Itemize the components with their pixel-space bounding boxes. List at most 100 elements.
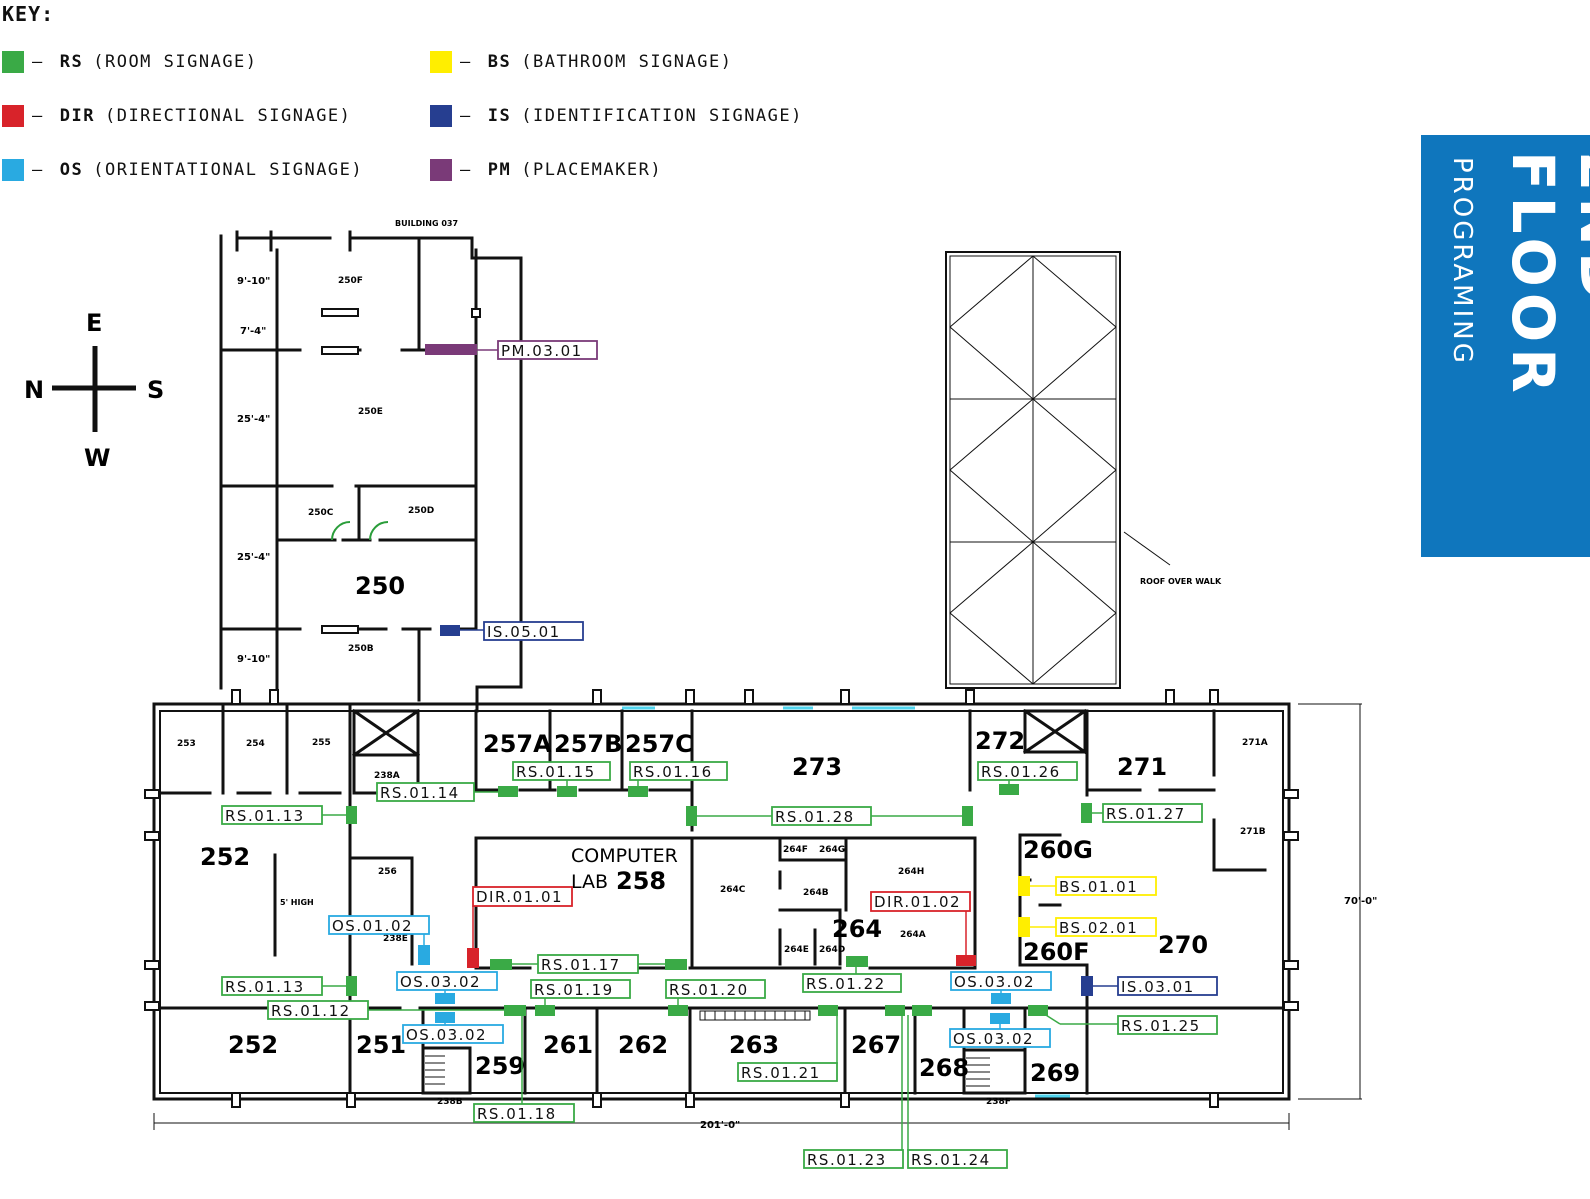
room-264A: 264A [900,930,926,940]
sign-rs-01-28: RS.01.28 [775,808,855,826]
room-253: 253 [177,739,196,749]
roof-label: ROOF OVER WALK [1140,577,1222,586]
rs-marker [885,1005,905,1016]
room-261: 261 [543,1031,593,1059]
room-272: 272 [975,727,1025,755]
room-271B: 271B [1240,827,1266,837]
compass-north: N [24,376,44,404]
sign-is-03-01: IS.03.01 [1121,978,1195,996]
key-title: KEY: [2,2,55,26]
sign-pm-03-01: PM.03.01 [501,342,583,360]
sign-rs-01-22: RS.01.22 [806,975,886,993]
os-marker [418,945,430,965]
sign-rs-01-25: RS.01.25 [1121,1017,1201,1035]
room-271A: 271A [1242,738,1268,748]
stair-treads [425,1055,990,1087]
room-250E: 250E [358,407,383,417]
pm-marker [425,344,477,355]
rs-marker [535,1005,555,1016]
os-marker [991,993,1011,1004]
sign-rs-01-15: RS.01.15 [516,763,596,781]
bs-swatch [430,51,452,73]
room-264D: 264D [819,945,845,955]
sign-rs-01-13-lower: RS.01.13 [225,978,305,996]
rs-marker [504,1005,526,1016]
sign-rs-01-14: RS.01.14 [380,784,460,802]
room-257A: 257A [483,730,552,758]
room-264E: 264E [784,945,809,955]
key-item-pm: — PM (PLACEMAKER) [430,159,662,181]
lab-label-1: COMPUTER [571,845,678,867]
sign-rs-01-23: RS.01.23 [807,1151,887,1169]
dim-2: 7'-4" [240,326,266,337]
key-item-is: — IS (IDENTIFICATION SIGNAGE) [430,105,803,127]
rs-marker [846,956,868,967]
key-desc: (ORIENTATIONAL SIGNAGE) [93,160,364,180]
key-code: PM [487,160,512,180]
sign-os-03-02-c: OS.03.02 [406,1026,487,1044]
is-marker [1081,976,1093,996]
room-257B: 257B [554,730,622,758]
room-238B: 238B [437,1097,463,1107]
sign-rs-01-21: RS.01.21 [741,1064,821,1082]
room-268: 268 [919,1054,969,1082]
pm-swatch [430,159,452,181]
room-252-lower: 252 [228,1031,278,1059]
room-260G: 260G [1023,836,1093,864]
sign-rs-01-18: RS.01.18 [477,1105,557,1123]
roof-over-walk [945,251,1171,689]
rs-marker [686,806,697,826]
room-labels: 250 257A 257B 257C 273 272 271 252 258 2… [200,572,1208,1087]
dim-4: 25'-4" [237,552,270,563]
dir-swatch [2,105,24,127]
is-swatch [430,105,452,127]
door-swings [331,521,389,541]
room-271: 271 [1117,753,1167,781]
dir-marker [956,955,976,966]
room-262: 262 [618,1031,668,1059]
room-254: 254 [246,739,265,749]
key-code: DIR [59,106,95,126]
rs-marker [346,976,357,996]
key-code: BS [487,52,512,72]
os-marker [435,1012,455,1023]
os-marker [990,1013,1010,1024]
room-260F: 260F [1023,938,1090,966]
room-250F: 250F [338,276,363,286]
room-269: 269 [1030,1059,1080,1087]
compass-south: S [147,376,164,404]
room-259: 259 [475,1052,525,1080]
sign-rs-01-27: RS.01.27 [1106,805,1186,823]
room-258: 258 [616,867,666,895]
dim-5: 9'-10" [237,654,270,665]
room-264F: 264F [783,845,808,855]
bs-marker [1018,876,1030,896]
columns [144,308,1299,1108]
sign-rs-01-16: RS.01.16 [633,763,713,781]
rs-marker [1081,803,1092,823]
compass-west: W [84,444,110,472]
room-273: 273 [792,753,842,781]
room-238A: 238A [374,771,400,781]
sign-bs-02-01: BS.02.01 [1059,919,1138,937]
sign-os-03-02-a: OS.03.02 [954,973,1035,991]
dim-1: 9'-10" [237,276,270,287]
key-item-dir: — DIR (DIRECTIONAL SIGNAGE) [2,105,351,127]
room-250: 250 [355,572,405,600]
rs-marker [818,1005,838,1016]
key-desc: (BATHROOM SIGNAGE) [521,52,733,72]
key-desc: (PLACEMAKER) [521,160,663,180]
compass [52,346,136,432]
sign-labels [221,340,1218,1169]
key-code: IS [487,106,512,126]
sign-label-text: PM.03.01 IS.05.01 RS.01.13 RS.01.14 RS.0… [225,342,1201,1169]
room-251: 251 [356,1031,406,1059]
rs-marker [665,959,687,970]
dim-3: 25'-4" [237,414,270,425]
room-257C: 257C [625,730,693,758]
room-256: 256 [378,867,397,877]
compass-east: E [86,309,102,337]
room-270: 270 [1158,931,1208,959]
rs-marker [999,784,1019,795]
banner-subtitle: PROGRAMING [1447,157,1477,366]
